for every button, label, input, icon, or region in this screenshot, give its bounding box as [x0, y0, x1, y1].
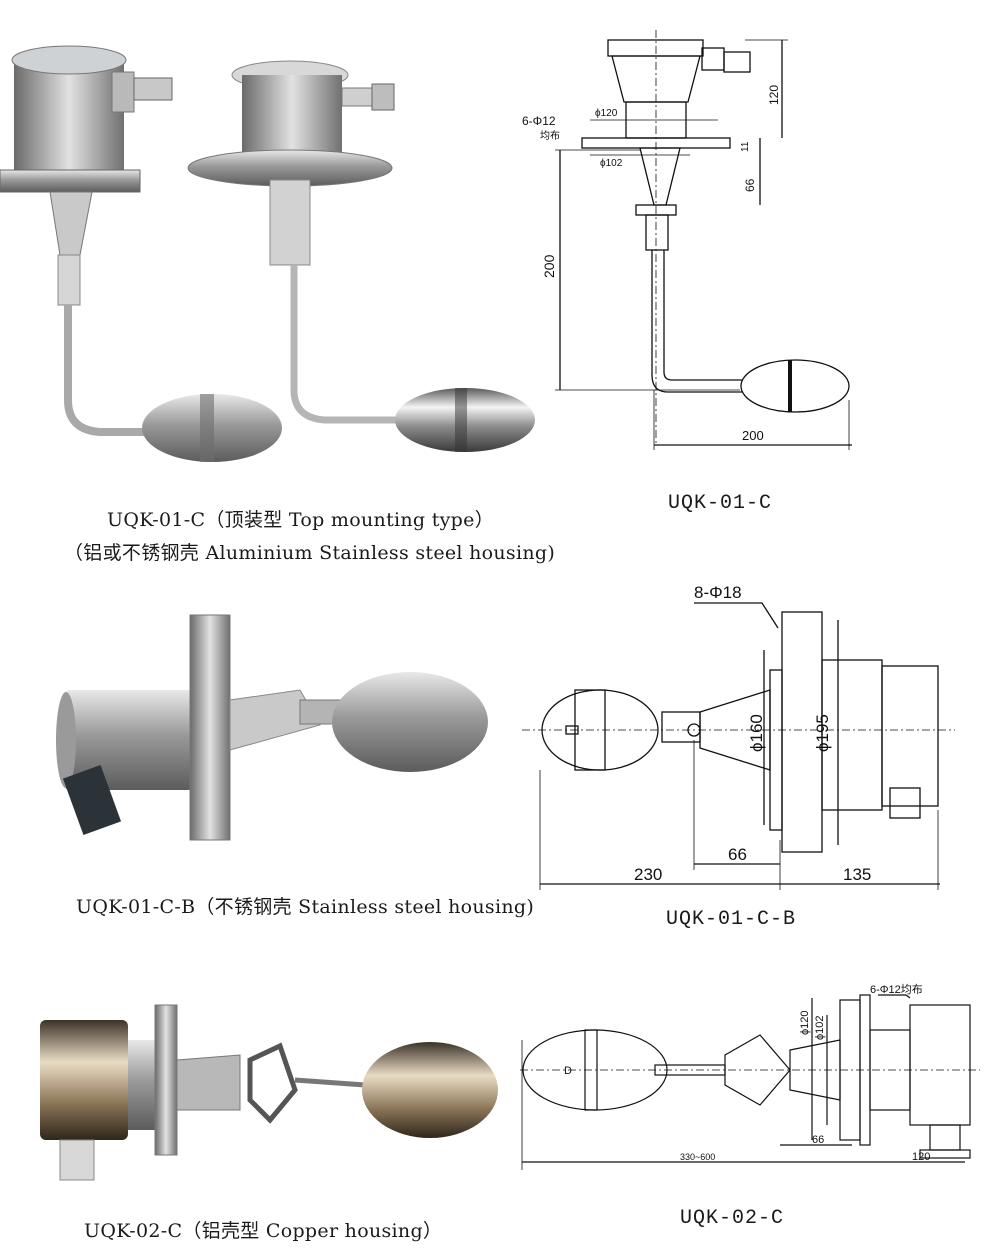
uqk-01-c-photo-caption: UQK-01-C（顶装型 Top mounting type）: [107, 509, 494, 531]
uqk-01-c-b-photo: [56, 614, 488, 841]
uqk-01-c-stainless-photo: [187, 60, 535, 452]
dim-d160: ϕ160: [747, 714, 766, 752]
uqk-01-c-b-photo-caption: UQK-01-C-B（不锈钢壳 Stainless steel housing): [76, 896, 535, 918]
dim-w230: 230: [634, 865, 662, 884]
dim-h66: 66: [743, 178, 757, 192]
dim-h120: 120: [767, 85, 781, 105]
uqk-01-c-drawing: [555, 30, 852, 450]
dim-d120: ϕ120: [799, 1010, 811, 1035]
uqk-01-c-aluminium-photo: [0, 45, 282, 462]
dim-h200: 200: [541, 254, 557, 278]
dim-holes: 8-Φ18: [694, 583, 742, 602]
uqk-02-c-drawing: [520, 994, 980, 1170]
dim-w200: 200: [742, 428, 764, 443]
dim-holes: 6-Φ12均布: [870, 983, 923, 996]
dim-h11: 11: [740, 141, 751, 152]
uqk-01-c-b-drawing: [522, 602, 955, 890]
dim-w120: 120: [912, 1151, 930, 1163]
dim-d195: ϕ195: [813, 714, 832, 752]
uqk-02-c-photo: [40, 1004, 498, 1181]
uqk-01-c-housing-caption: （铝或不锈钢壳 Aluminium Stainless steel housin…: [64, 542, 556, 564]
dim-d102: ϕ102: [814, 1015, 826, 1040]
dim-range: 330~600: [680, 1152, 715, 1162]
uqk-01-c-b-drawing-caption: UQK-01-C-B: [666, 908, 797, 931]
dim-d102: ϕ102: [600, 158, 623, 169]
uqk-01-c-drawing-caption: UQK-01-C: [668, 492, 773, 515]
uqk-02-c-drawing-caption: UQK-02-C: [680, 1207, 785, 1230]
dim-w66: 66: [812, 1134, 824, 1146]
dim-d120: ϕ120: [595, 108, 618, 119]
uqk-02-c-dimensions: 6-Φ12均布 ϕ120 ϕ102 66 330~600 120 D: [564, 983, 930, 1163]
dim-even: 均布: [540, 130, 560, 142]
dim-w135: 135: [843, 865, 871, 884]
dim-w66: 66: [728, 845, 747, 864]
dim-holes: 6-Φ12: [522, 114, 556, 128]
uqk-02-c-photo-caption: UQK-02-C（铝壳型 Copper housing）: [84, 1220, 443, 1242]
dim-d: D: [564, 1065, 572, 1077]
uqk-01-c-b-dimensions: 8-Φ18 ϕ160 ϕ195 66 230 135: [634, 583, 871, 884]
uqk-01-c-dimensions: 6-Φ12 均布 ϕ120 ϕ102 120 11 66 200 200: [522, 85, 781, 443]
